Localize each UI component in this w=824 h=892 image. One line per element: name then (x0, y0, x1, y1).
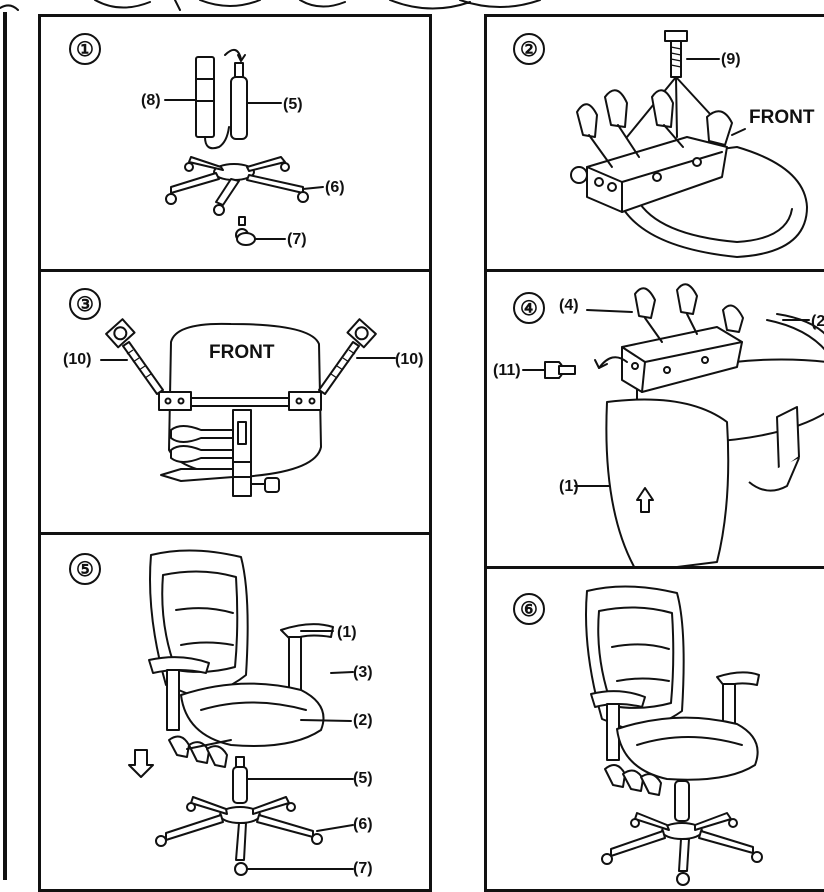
step-number-3: ③ (69, 288, 101, 320)
left-border-line (3, 12, 7, 880)
part-label-6: (6) (325, 179, 345, 196)
panel-step-5: ⑤ (38, 532, 432, 892)
panel-step-2: ② (484, 14, 824, 272)
part-label-10-left: (10) (63, 351, 92, 368)
seat-bottom-bolts-illustration (100, 318, 396, 497)
part-label-5: (5) (283, 96, 303, 113)
part-label-9: (9) (721, 51, 741, 68)
step-number-2: ② (513, 33, 545, 65)
part-label-8: (8) (141, 92, 161, 109)
part-label-7: (7) (287, 231, 307, 248)
header-scribble (0, 0, 541, 11)
part-label-10-right: (10) (395, 351, 424, 368)
step-number-1: ① (69, 33, 101, 65)
panel-step-6: ⑥ (484, 566, 824, 892)
part-label-4: (4) (559, 297, 579, 314)
step-number-6: ⑥ (513, 593, 545, 625)
step-number-4: ④ (513, 292, 545, 324)
part-label-2: (2 (811, 313, 824, 330)
part-label-1: (1) (559, 478, 579, 495)
backrest-attach-illustration (522, 283, 824, 566)
completed-chair-illustration (585, 585, 763, 886)
part-label-6: (6) (353, 816, 373, 833)
front-label: FRONT (209, 342, 275, 363)
front-label: FRONT (749, 107, 815, 128)
panel-step-1: ① (38, 14, 432, 272)
part-label-11: (11) (493, 362, 521, 379)
panel-step-4: ④ (484, 269, 824, 569)
seat-mechanism-illustration (570, 30, 808, 258)
part-label-7: (7) (353, 860, 373, 877)
part-label-3: (3) (353, 664, 373, 681)
step-number-5: ⑤ (69, 553, 101, 585)
part-label-1: (1) (337, 624, 357, 641)
panel-step-3: ③ (38, 269, 432, 535)
full-chair-assembly-illustration (128, 549, 354, 876)
part-label-5: (5) (353, 770, 373, 787)
part-label-2: (2) (353, 712, 373, 729)
gas-lift-base-illustration (164, 48, 324, 246)
